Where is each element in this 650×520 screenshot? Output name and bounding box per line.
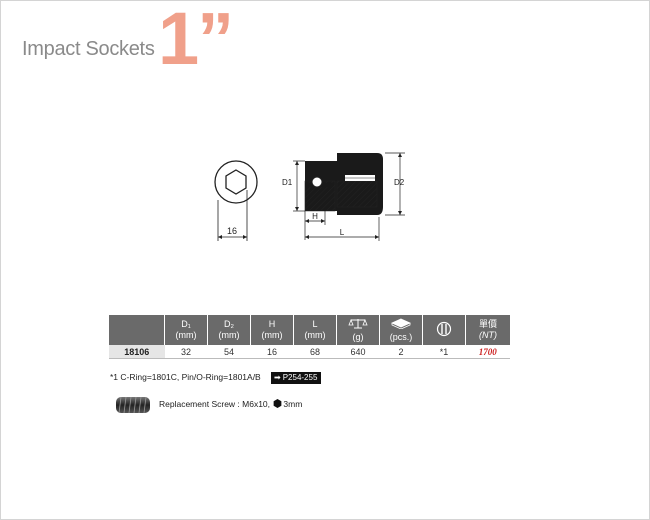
replacement-screw-text: Replacement Screw : M6x10, 3mm xyxy=(159,399,302,409)
l-label: L xyxy=(340,228,345,237)
arrow-right-icon: ➡ xyxy=(274,373,281,382)
d1-label: D1 xyxy=(282,178,293,187)
cell-d1: 32 xyxy=(164,345,208,359)
socket-drawing: 16 D1 D2 H xyxy=(214,152,405,241)
header-price-unit: (NT) xyxy=(479,330,497,340)
size-label: 1” xyxy=(158,0,234,80)
cell-pcs: 2 xyxy=(379,345,423,359)
set-screw-icon xyxy=(116,396,150,414)
header-weight: (g) xyxy=(336,315,380,345)
header-pcs-unit: (pcs.) xyxy=(389,331,413,342)
header-h: H(mm) xyxy=(250,315,294,345)
header-price: 單價(NT) xyxy=(465,315,510,345)
table-header-row: D₁(mm) D₂(mm) H(mm) L(mm) (g) (pcs.) 單價(… xyxy=(109,315,510,345)
cell-weight: 640 xyxy=(336,345,380,359)
screw-label: Replacement Screw : M6x10, xyxy=(159,399,271,409)
header-d1-label: D₁ xyxy=(181,319,191,329)
spec-table: D₁(mm) D₂(mm) H(mm) L(mm) (g) (pcs.) 單價(… xyxy=(109,315,510,359)
ring-pin-icon xyxy=(436,321,452,336)
hex-key-icon xyxy=(274,399,282,408)
cell-h: 16 xyxy=(250,345,294,359)
header-price-label: 單價 xyxy=(478,319,497,329)
header-l-label: L xyxy=(312,319,318,329)
header-d1-unit: (mm) xyxy=(175,330,197,340)
header-d2-label: D₂ xyxy=(224,319,234,329)
header-ring xyxy=(422,315,466,345)
header-h-unit: (mm) xyxy=(261,330,283,340)
cell-ring: *1 xyxy=(422,345,466,359)
header-d2: D₂(mm) xyxy=(207,315,251,345)
cell-code: 18106 xyxy=(109,345,165,359)
header-code xyxy=(109,315,165,345)
header-pcs: (pcs.) xyxy=(379,315,423,345)
cell-price: 1700 xyxy=(465,345,510,359)
header-l: L(mm) xyxy=(293,315,337,345)
header-weight-unit: (g) xyxy=(352,331,364,342)
page-reference-label: P254-255 xyxy=(282,373,318,382)
h-label: H xyxy=(312,212,318,221)
side-view: D1 D2 H L xyxy=(282,152,405,241)
cell-d2: 54 xyxy=(207,345,251,359)
package-icon xyxy=(391,318,411,329)
ring-note: *1 C-Ring=1801C, Pin/O-Ring=1801A/B xyxy=(110,372,261,382)
hex-size-label: 16 xyxy=(227,226,237,236)
page-title: Impact Sockets xyxy=(22,38,155,60)
table-row: 18106 32 54 16 68 640 2 *1 1700 xyxy=(109,345,510,359)
cell-l: 68 xyxy=(293,345,337,359)
header-h-label: H xyxy=(268,319,276,329)
screw-size: 3mm xyxy=(283,399,303,409)
page-reference-link[interactable]: ➡P254-255 xyxy=(271,372,322,384)
header-d1: D₁(mm) xyxy=(164,315,208,345)
header-d2-unit: (mm) xyxy=(218,330,240,340)
front-view: 16 xyxy=(214,160,258,241)
scale-icon xyxy=(348,318,368,328)
d2-label: D2 xyxy=(394,178,405,187)
header-l-unit: (mm) xyxy=(304,330,326,340)
